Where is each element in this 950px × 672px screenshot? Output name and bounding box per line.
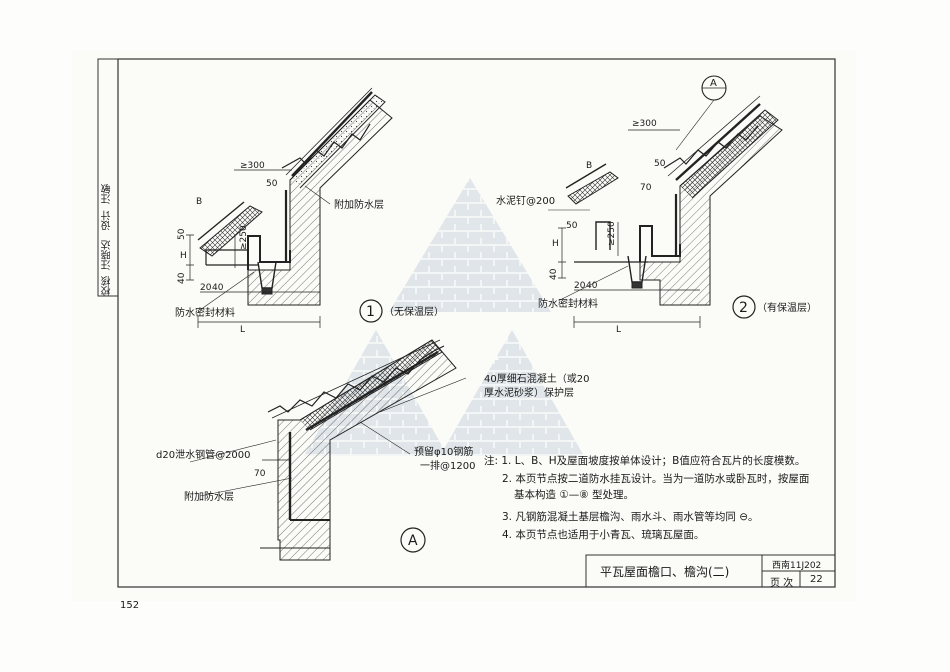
note-2-cont: 基本构造 ①—⑧ 型处理。 <box>514 489 635 501</box>
d1-label-20: 20 <box>200 283 212 293</box>
da-callout-circle <box>400 527 426 553</box>
d2-label-40b: 40 <box>586 281 598 291</box>
note-1: 注: 1. L、B、H及屋面坡度按单体设计；B值应符合瓦片的长度模数。 <box>484 455 806 467</box>
side-strip-frame <box>97 58 119 297</box>
side-strip-design: 设计 <box>102 210 113 231</box>
d1-label-40a: 40 <box>177 272 187 284</box>
note-4: 4. 本页节点也适用于小青瓦、琉璃瓦屋面。 <box>502 529 705 541</box>
d2-label-ge300: ≥300 <box>632 119 657 129</box>
d2-label-H: H <box>552 239 559 249</box>
d1-label-ge300: ≥300 <box>240 161 265 171</box>
side-strip-designer: 汪敏 <box>102 183 113 204</box>
detail-2-drawing <box>548 95 783 328</box>
title-block-frame <box>585 554 836 588</box>
d2-label-50: 50 <box>654 159 666 169</box>
da-label-70: 70 <box>254 469 266 479</box>
d2-label-nail: 水泥钉@200 <box>496 194 555 207</box>
d2-label-B: B <box>586 161 592 171</box>
da-label-drain: d20泄水钢管@2000 <box>156 448 251 461</box>
d2-label-L: L <box>616 325 621 335</box>
d2-label-seal: 防水密封材料 <box>538 297 598 310</box>
detail-a-drawing <box>189 339 467 561</box>
d1-label-seal: 防水密封材料 <box>175 306 235 319</box>
side-strip: 校核 汪晓达 设计 汪敏 <box>100 60 115 296</box>
note-3: 3. 凡钢筋混凝土基层檐沟、雨水斗、雨水管等均同 ⊖。 <box>502 511 759 523</box>
detail-1-drawing <box>186 87 393 328</box>
d2-label-40a: 40 <box>549 268 559 280</box>
d1-title: （无保温层） <box>384 305 444 318</box>
title-block-page-label: 页 次 <box>770 578 794 589</box>
da-label-protect-2: 厚水泥砂浆）保护层 <box>484 386 574 399</box>
da-callout-letter: A <box>408 533 418 549</box>
d1-label-H: H <box>180 251 187 261</box>
d2-label-50b: 50 <box>566 221 578 231</box>
page-number: 152 <box>120 600 140 611</box>
da-label-fangshui: 附加防水层 <box>184 490 234 503</box>
d2-number-circle <box>732 295 756 319</box>
side-strip-checker: 汪晓达 <box>102 239 113 270</box>
d1-label-L: L <box>240 325 245 335</box>
da-label-rebar-1: 预留φ10钢筋 <box>414 445 473 458</box>
d2-callout-letter: A <box>710 78 717 89</box>
d1-label-ge250: ≥250 <box>239 225 249 250</box>
title-block-atlas: 西南11J202 <box>772 561 822 571</box>
drawing-border <box>117 58 836 588</box>
d2-label-70: 70 <box>640 183 652 193</box>
d2-label-20: 20 <box>574 281 586 291</box>
title-block-title: 平瓦屋面檐口、檐沟(二) <box>600 565 730 579</box>
d2-label-ge250: ≥250 <box>607 221 617 246</box>
d2-title: （有保温层） <box>757 301 817 314</box>
d1-label-50: 50 <box>266 179 278 189</box>
d1-label-B: B <box>196 197 202 207</box>
d1-label-50b: 50 <box>177 228 187 240</box>
d1-number: 1 <box>366 304 375 320</box>
title-block-page-no: 22 <box>810 574 823 585</box>
da-label-protect-1: 40厚细石混凝土（或20 <box>484 372 589 385</box>
note-2: 2. 本页节点按二道防水挂瓦设计。当为一道防水或卧瓦时，按屋面 <box>502 473 810 485</box>
d2-callout-leader <box>675 99 715 151</box>
d2-number: 2 <box>739 300 748 316</box>
d1-label-fangshui: 附加防水层 <box>334 198 384 211</box>
d1-number-circle <box>359 299 383 323</box>
side-strip-check: 校核 <box>102 276 113 296</box>
da-label-rebar-2: 一排@1200 <box>420 459 475 472</box>
d1-label-40b: 40 <box>212 283 224 293</box>
